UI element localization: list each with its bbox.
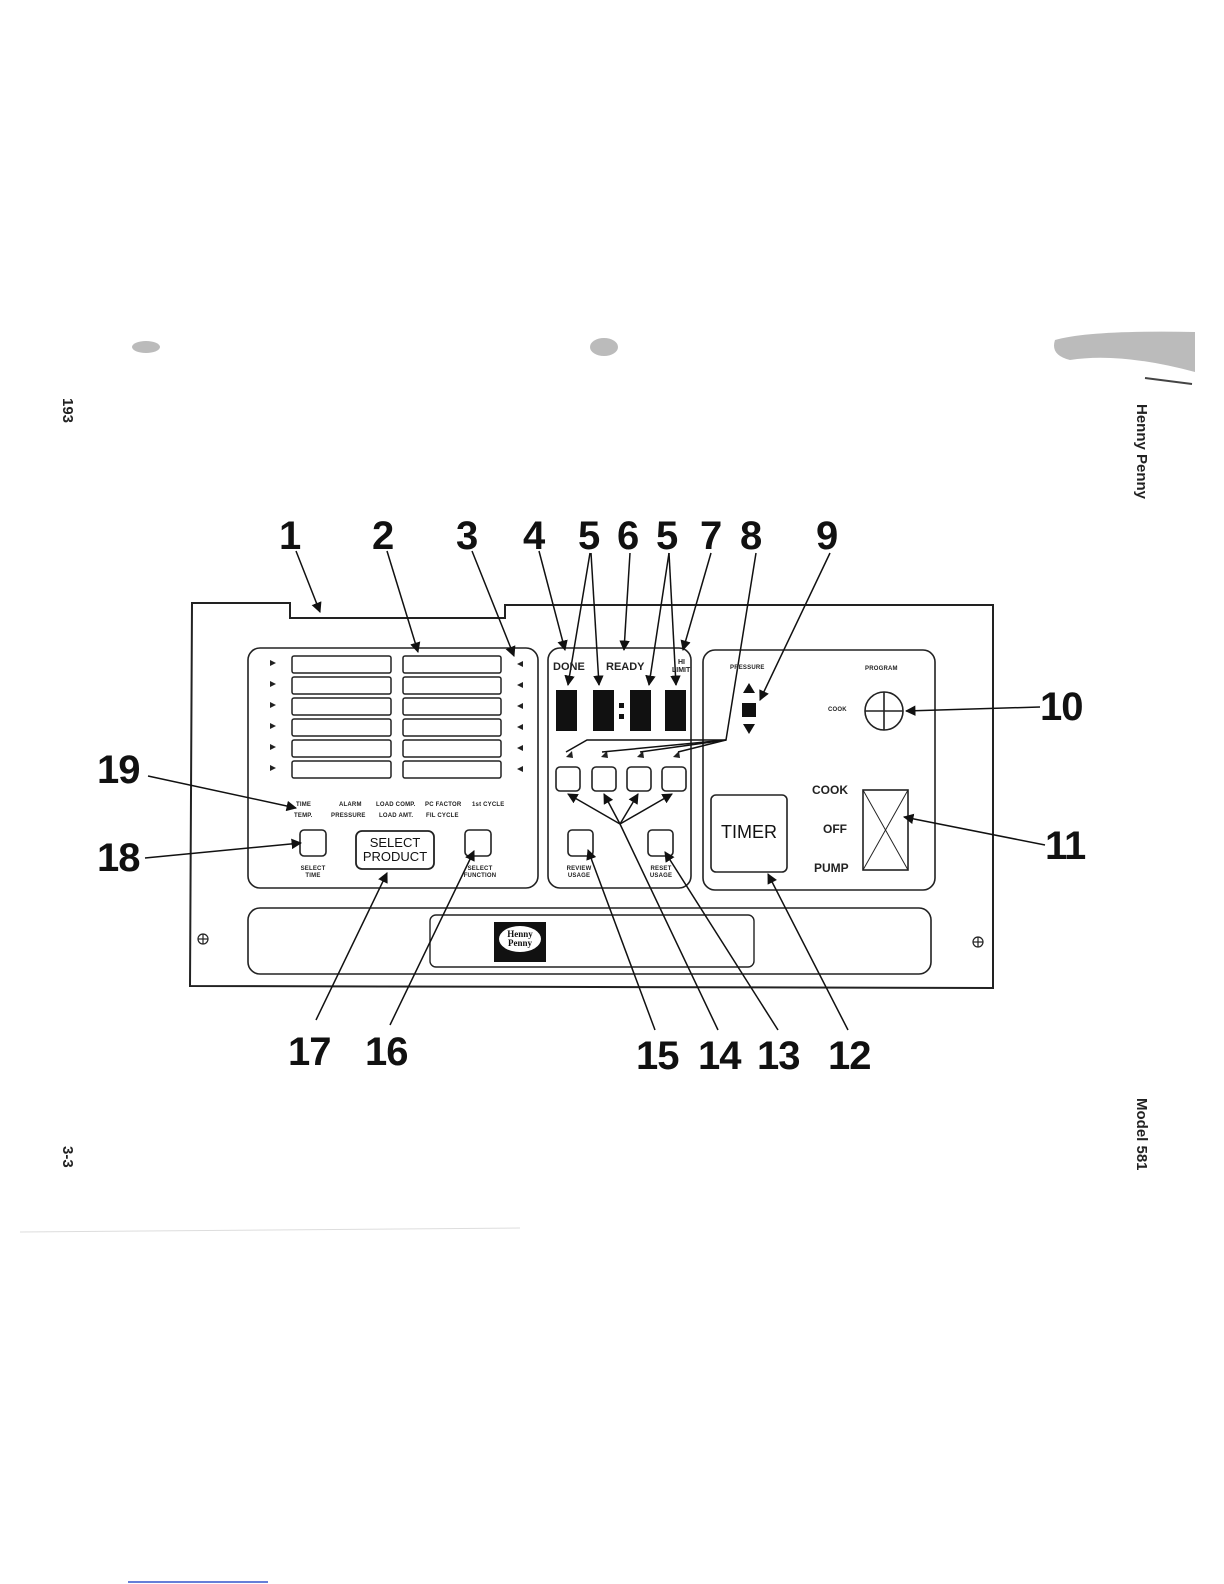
- callout-9: 9: [816, 514, 837, 559]
- callout-5a: 5: [578, 514, 599, 559]
- callout-8: 8: [740, 514, 761, 559]
- callout-17: 17: [288, 1030, 331, 1075]
- program-knob[interactable]: [865, 692, 903, 730]
- callout-15: 15: [636, 1034, 679, 1079]
- pressure-function-label: PRESSURE: [331, 813, 366, 819]
- first-cycle-label: 1st CYCLE: [472, 802, 504, 808]
- panel-outer-frame: [190, 603, 993, 988]
- callout-19: 19: [97, 748, 140, 793]
- pressure-label: PRESSURE: [730, 665, 765, 671]
- timer-label: TIMER: [721, 822, 777, 843]
- callout-18: 18: [97, 836, 140, 881]
- callout-7: 7: [700, 514, 721, 559]
- switch-pump-label: PUMP: [814, 861, 849, 875]
- select-product-line1: SELECT: [356, 836, 434, 849]
- callout-5b: 5: [656, 514, 677, 559]
- callout-2: 2: [372, 514, 393, 559]
- load-amt-label: LOAD AMT.: [379, 813, 413, 819]
- program-label: PROGRAM: [865, 666, 898, 672]
- callout-12: 12: [828, 1034, 871, 1079]
- ready-label: READY: [606, 661, 645, 673]
- callout-4: 4: [523, 514, 544, 559]
- indicator-arrows-left: [270, 660, 276, 771]
- cook-off-pump-switch[interactable]: [863, 790, 908, 870]
- reset-usage-button[interactable]: [648, 830, 673, 856]
- logo-plate: [430, 915, 754, 967]
- callout-16: 16: [365, 1030, 408, 1075]
- select-time-label: SELECT TIME: [298, 866, 328, 880]
- pressure-indicator: [742, 683, 756, 734]
- switch-off-label: OFF: [823, 822, 847, 836]
- logo-text-line2: Penny: [494, 938, 546, 948]
- screw-left: [198, 934, 208, 944]
- done-label: DONE: [553, 661, 585, 673]
- middle-section-frame: [548, 648, 691, 888]
- hi-label: HI: [678, 659, 685, 666]
- callout-13: 13: [757, 1034, 800, 1079]
- reset-usage-label: RESET USAGE: [646, 866, 676, 880]
- callout-6: 6: [617, 514, 638, 559]
- display-button-2[interactable]: [592, 767, 616, 791]
- select-time-button[interactable]: [300, 830, 326, 856]
- callout-10: 10: [1040, 685, 1083, 730]
- pc-factor-label: PC FACTOR: [425, 802, 461, 808]
- callout-3: 3: [456, 514, 477, 559]
- display-button-3[interactable]: [627, 767, 651, 791]
- load-comp-label: LOAD COMP.: [376, 802, 416, 808]
- alarm-label: ALARM: [339, 802, 362, 808]
- product-slots-left: [292, 656, 391, 778]
- indicator-arrows-right: [517, 661, 523, 772]
- bottom-strip-frame: [248, 908, 931, 974]
- fil-cycle-label: FIL CYCLE: [426, 813, 459, 819]
- switch-cook-label: COOK: [812, 783, 848, 797]
- select-product-line2: PRODUCT: [356, 850, 434, 863]
- display-indicator-marks: [566, 751, 680, 758]
- screw-right: [973, 937, 983, 947]
- scan-artifacts: [20, 332, 1195, 1582]
- review-usage-label: REVIEW USAGE: [562, 866, 596, 880]
- select-function-label: SELECT FUNCTION: [460, 866, 500, 880]
- right-section-frame: [703, 650, 935, 890]
- select-function-button[interactable]: [465, 830, 491, 856]
- callout-1: 1: [279, 514, 300, 559]
- callout-11: 11: [1045, 824, 1085, 869]
- temp-indicator-label: TEMP.: [294, 813, 313, 819]
- limit-label: LIMIT: [672, 667, 690, 674]
- cook-small-label: COOK: [828, 707, 847, 713]
- callout-14: 14: [698, 1034, 741, 1079]
- display-button-1[interactable]: [556, 767, 580, 791]
- product-slots-right: [403, 656, 501, 778]
- display-button-4[interactable]: [662, 767, 686, 791]
- time-indicator-label: TIME: [296, 802, 311, 808]
- digital-display: [556, 690, 686, 731]
